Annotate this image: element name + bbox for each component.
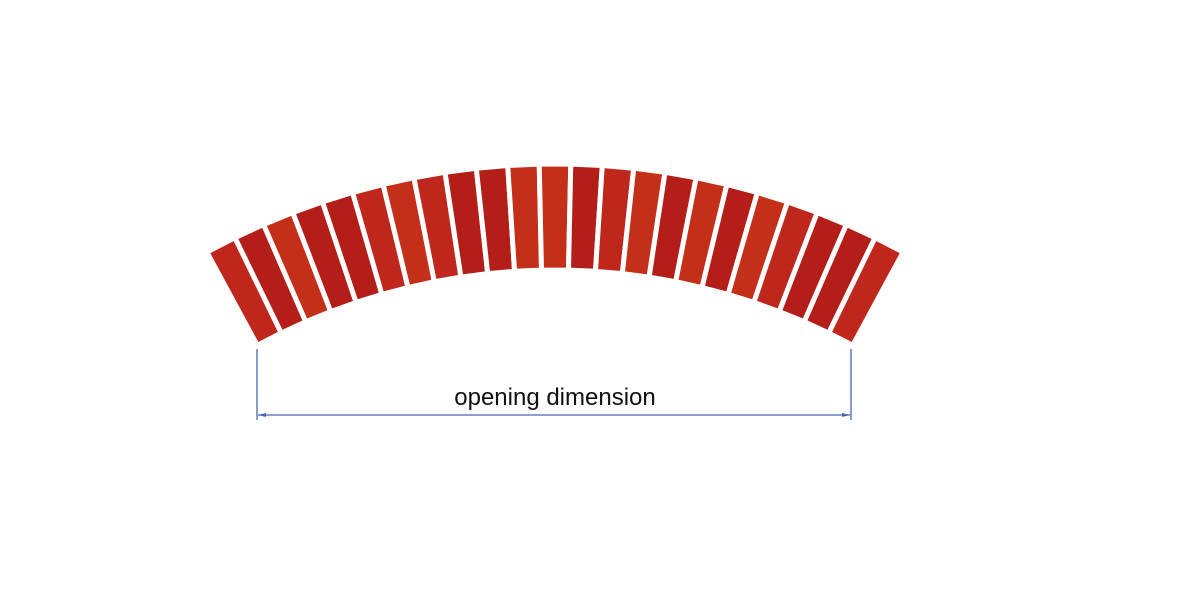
dimension-arrow-right [842,413,850,417]
brick-arch [203,161,907,349]
brick [505,161,545,274]
dimension-line [256,349,852,420]
brick [825,234,907,349]
dimension-arrow-left [258,413,266,417]
opening-dimension-label: opening dimension [454,384,656,411]
brick [536,161,574,273]
